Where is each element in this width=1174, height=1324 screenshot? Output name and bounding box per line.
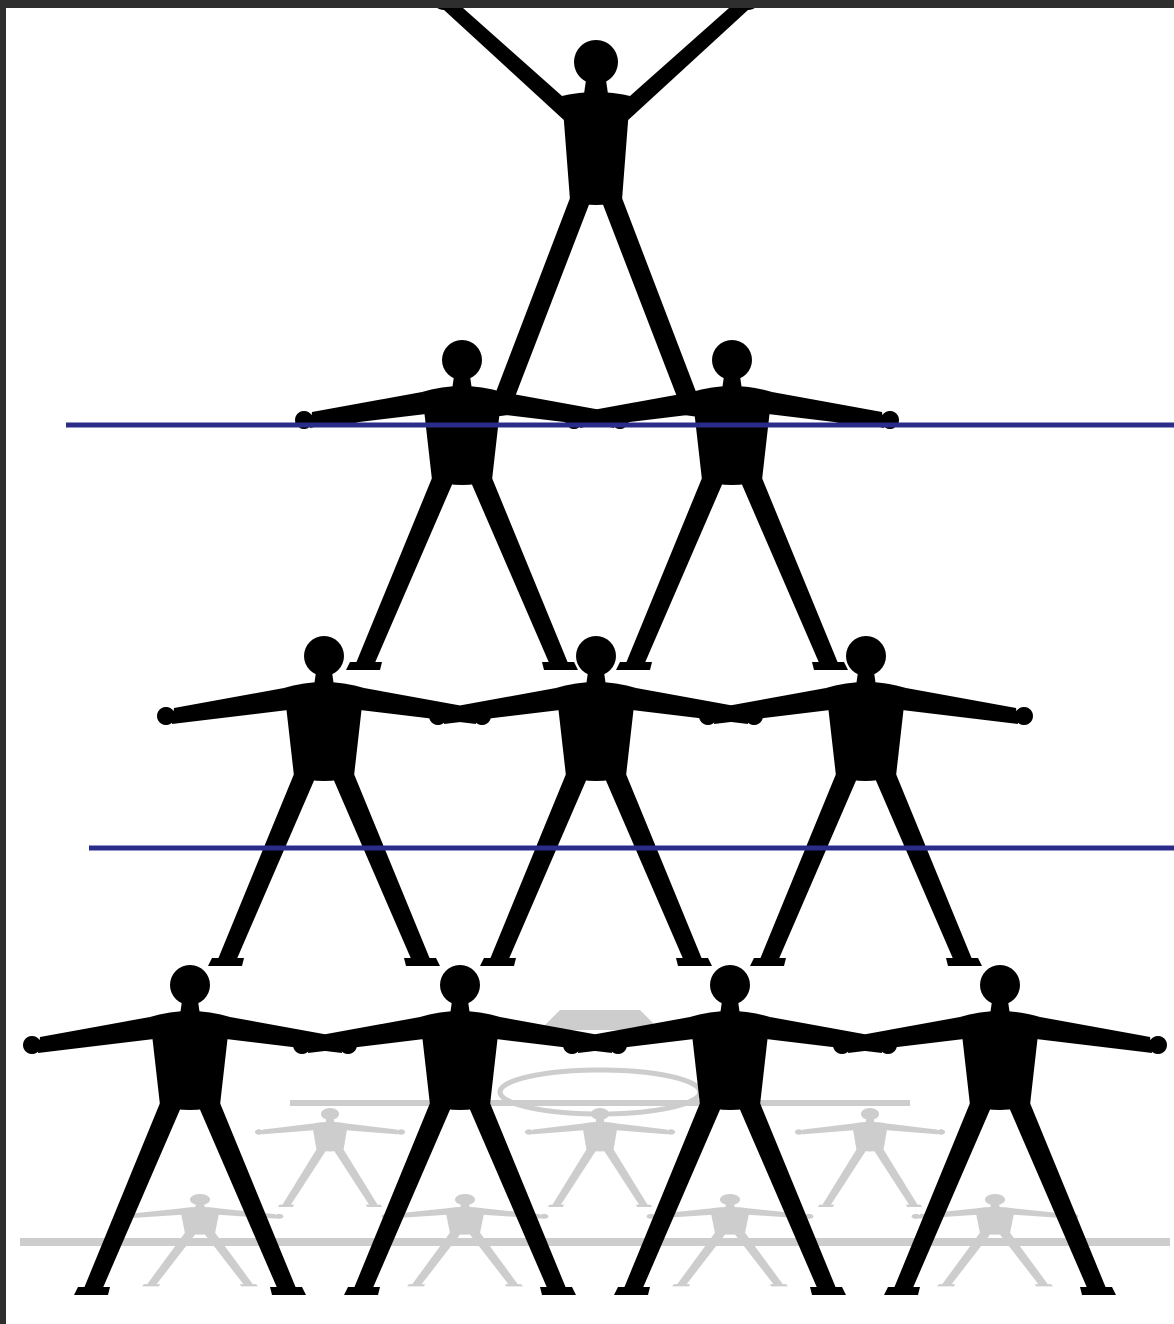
person-row2-right [565, 340, 899, 670]
image-canvas [6, 8, 1174, 1324]
pyramid-illustration [6, 8, 1174, 1324]
person-row3-left [157, 636, 491, 966]
person-row3-right [699, 636, 1033, 966]
person-row3-center [429, 636, 763, 966]
person-row2-left [295, 340, 629, 670]
